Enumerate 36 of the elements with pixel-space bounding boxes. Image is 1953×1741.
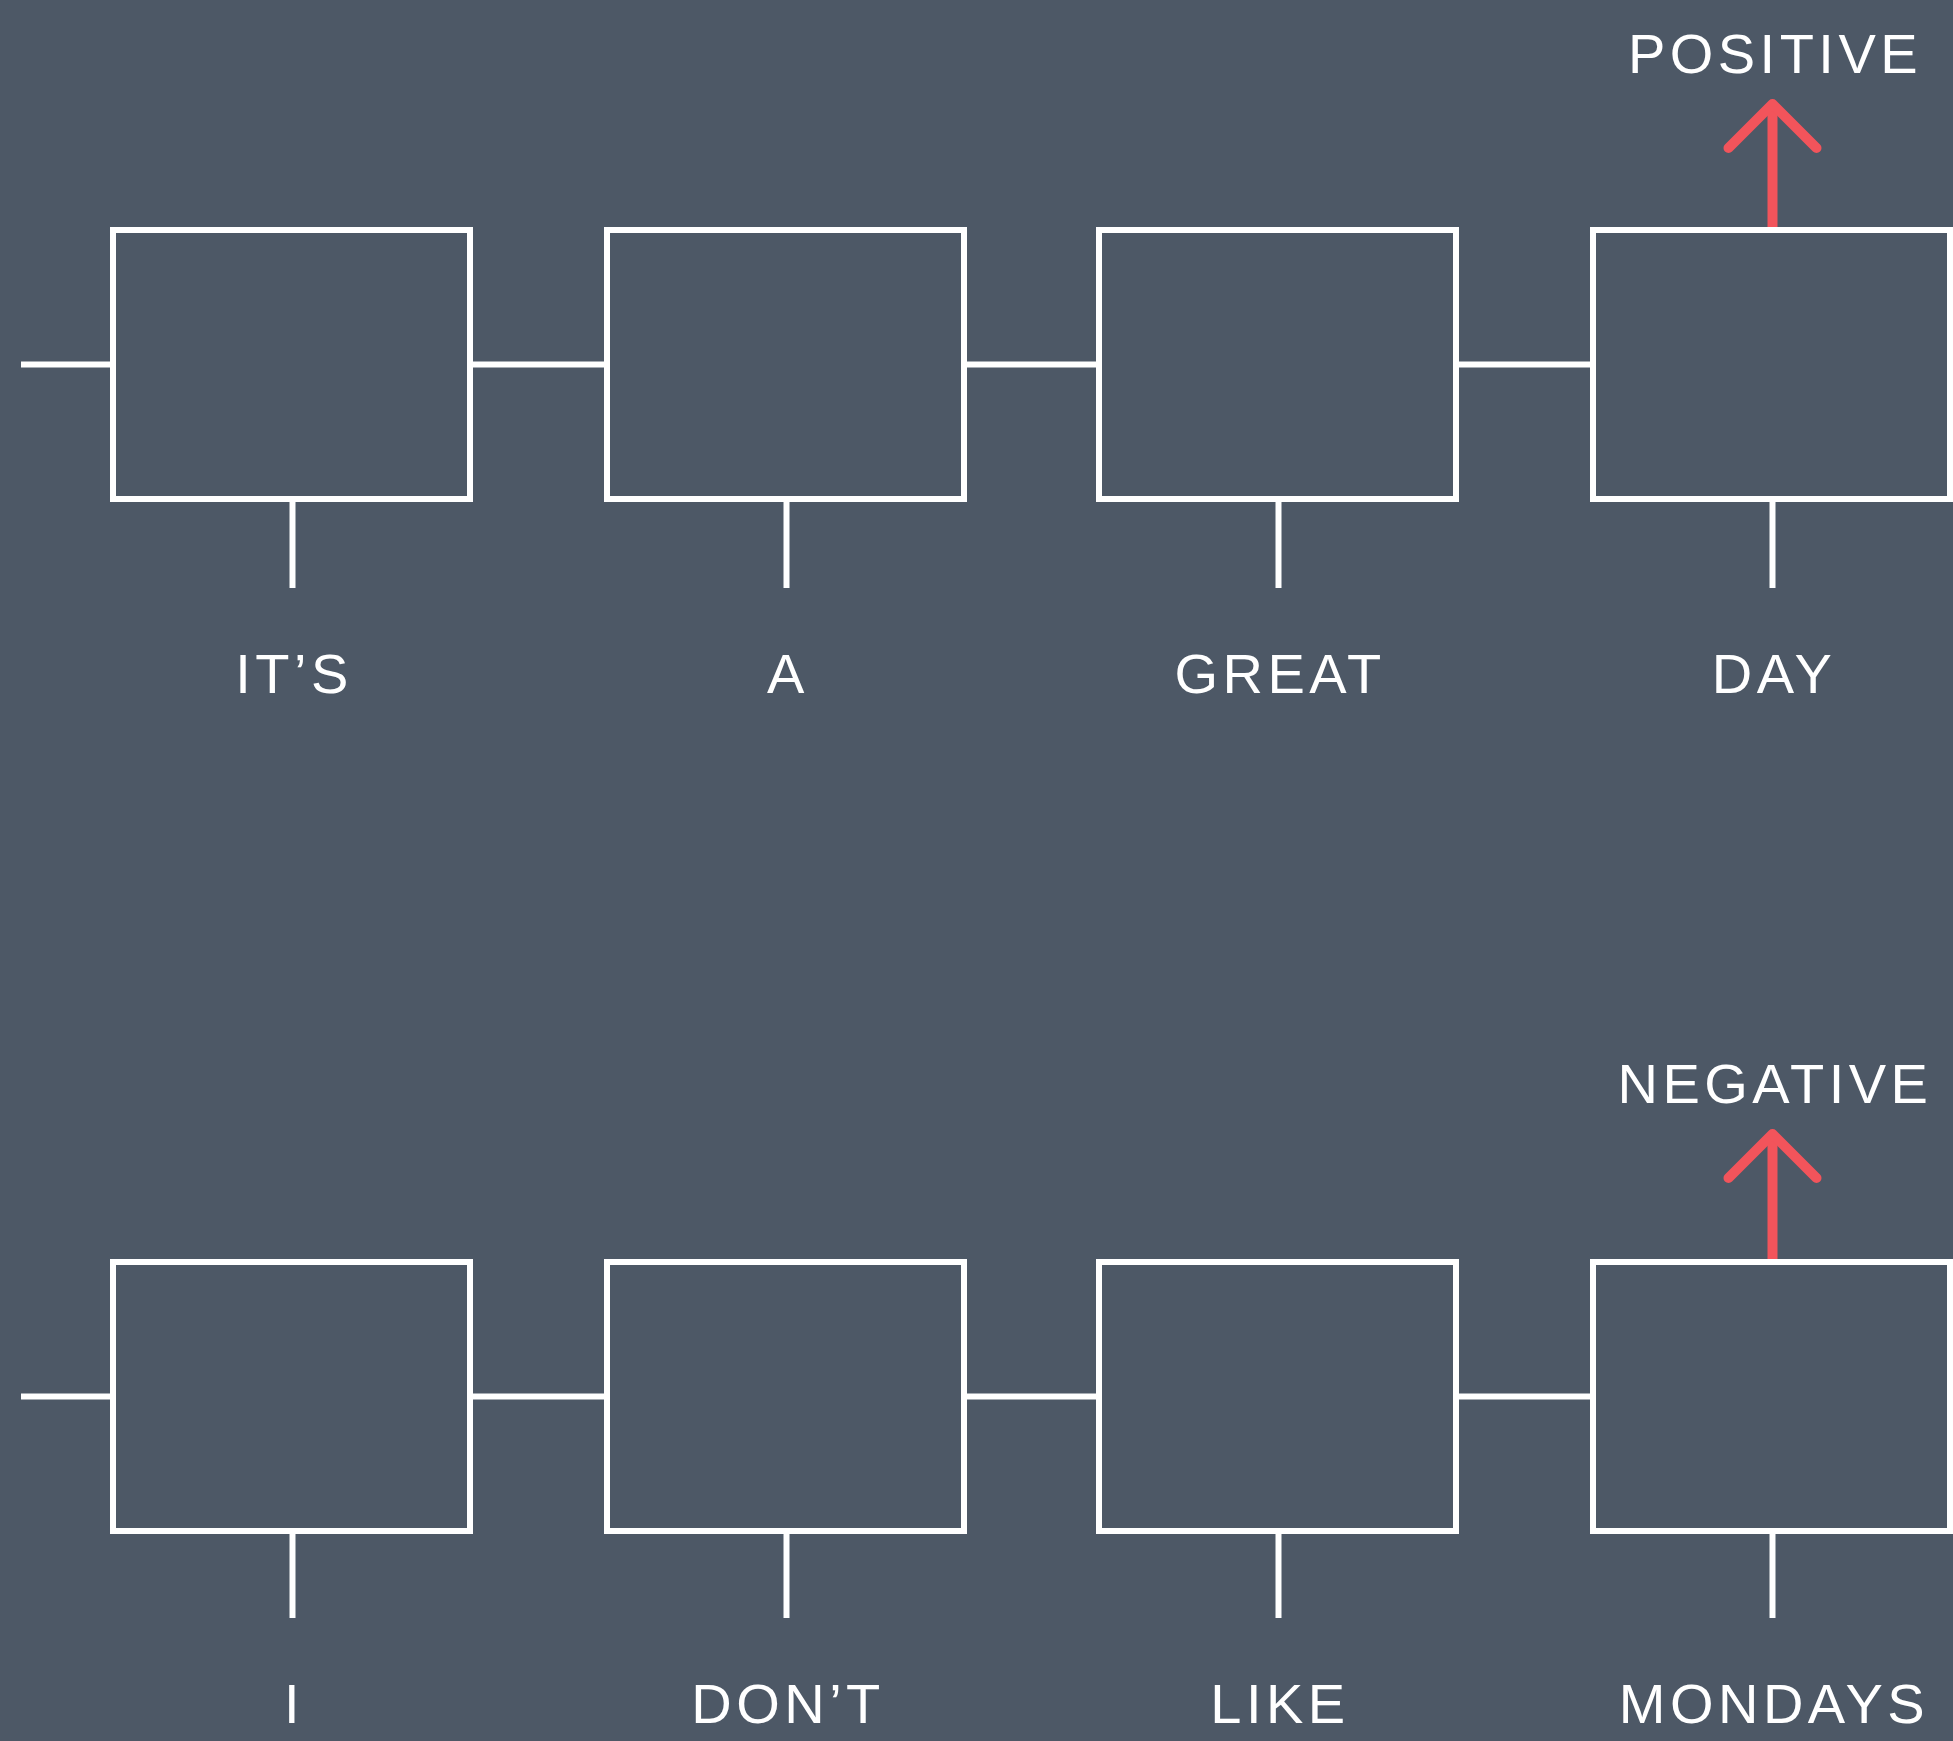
word-label: GREAT <box>1080 588 1480 702</box>
connector-line <box>783 502 790 588</box>
connector-line <box>289 1534 296 1618</box>
connector-line <box>1769 1534 1776 1618</box>
cell-box <box>110 1259 473 1534</box>
cell-box <box>1096 227 1459 502</box>
connector-line <box>1275 1534 1282 1618</box>
word-label: MONDAYS <box>1574 1618 1953 1732</box>
connector-line <box>1769 502 1776 588</box>
word-label: DAY <box>1574 588 1953 702</box>
arrow <box>1723 99 1822 227</box>
cell-box <box>110 227 473 502</box>
connector-line <box>1275 502 1282 588</box>
connector-line <box>1459 361 1590 368</box>
connector-line <box>473 1393 604 1400</box>
cell-box <box>604 1259 967 1534</box>
cell-box <box>1096 1259 1459 1534</box>
word-label: IT’S <box>94 588 494 702</box>
connector-line <box>967 361 1096 368</box>
cell-box <box>1590 1259 1953 1534</box>
cell-box <box>1590 227 1953 502</box>
connector-line <box>289 502 296 588</box>
connector-line <box>21 1393 110 1400</box>
word-label: DON’T <box>588 1618 988 1732</box>
word-label: LIKE <box>1080 1618 1480 1732</box>
arrow <box>1723 1129 1822 1259</box>
connector-line <box>473 361 604 368</box>
cell-box <box>604 227 967 502</box>
connector-line <box>967 1393 1096 1400</box>
sentiment-label: NEGATIVE <box>1600 1010 1950 1134</box>
connector-line <box>21 361 110 368</box>
connector-line <box>1459 1393 1590 1400</box>
connector-line <box>783 1534 790 1618</box>
word-label: A <box>588 588 988 702</box>
word-label: I <box>94 1618 494 1732</box>
sentiment-label: POSITIVE <box>1600 0 1950 104</box>
